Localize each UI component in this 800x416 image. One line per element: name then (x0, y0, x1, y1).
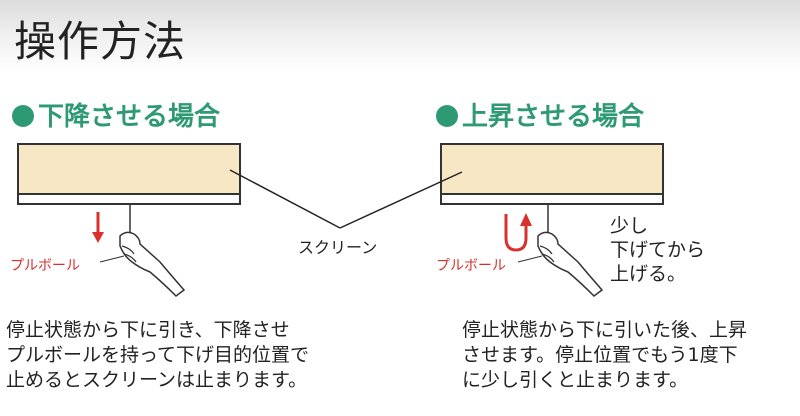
left-screen (17, 143, 241, 197)
bullet-icon (436, 105, 458, 127)
pull-ball-label-left: プルボール (10, 258, 80, 274)
section-title-raise: 上昇させる場合 (436, 96, 644, 133)
right-label-pointer (517, 255, 543, 263)
raise-description: 停止状態から下に引いた後、上昇 させます。停止位置でもう1度下 に少し引くと止ま… (462, 319, 748, 391)
left-hand-icon (119, 231, 186, 297)
right-hand-icon (537, 231, 604, 297)
lower-description: 停止状態から下に引き、下降させ プルボールを持って下げ目的位置で 止めるとスクリ… (6, 319, 310, 391)
u-turn-arrow-icon (504, 214, 528, 252)
left-bottom-bar (17, 193, 241, 205)
leader-line-right (339, 171, 463, 229)
leader-line-left (229, 169, 341, 229)
right-bottom-bar (440, 193, 664, 205)
left-label-pointer (99, 255, 125, 263)
page-header: 操作方法 (0, 0, 800, 72)
page-title: 操作方法 (14, 17, 187, 66)
pull-ball-label-right: プルボール (436, 258, 506, 274)
section-title-lower: 下降させる場合 (12, 96, 220, 133)
screen-label: スクリーン (298, 238, 378, 257)
bullet-icon (12, 105, 34, 127)
raise-note: 少し 下げてから 上げる。 (610, 215, 706, 285)
right-screen (440, 143, 664, 197)
